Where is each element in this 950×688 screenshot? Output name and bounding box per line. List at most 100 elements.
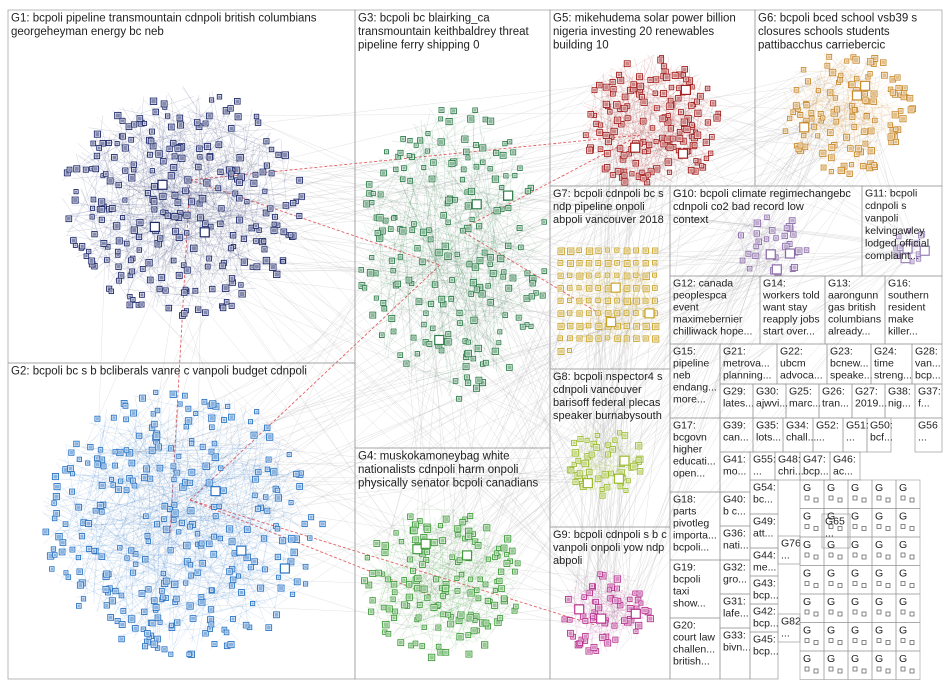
edge <box>446 224 482 358</box>
node-fill <box>649 169 654 174</box>
edge <box>163 447 222 549</box>
edge <box>613 112 691 156</box>
edge <box>603 245 917 631</box>
node-fill <box>821 116 824 119</box>
node-fill <box>848 146 853 151</box>
edge <box>80 436 170 579</box>
edge <box>811 100 866 129</box>
edge <box>614 117 643 167</box>
node-fill <box>568 286 572 290</box>
node-fill <box>605 165 609 169</box>
edge <box>469 202 490 354</box>
node-fill <box>154 391 157 394</box>
node-fill <box>120 119 125 123</box>
node-fill <box>578 471 582 475</box>
node-fill <box>304 582 307 586</box>
node-fill <box>903 86 907 90</box>
edge <box>121 478 275 620</box>
node-fill <box>524 296 529 301</box>
edge <box>434 157 459 164</box>
node-fill <box>631 464 637 469</box>
node-fill <box>129 548 133 553</box>
node-fill <box>413 522 418 527</box>
node-fill <box>463 537 467 540</box>
edge <box>836 98 845 121</box>
edge <box>815 89 848 112</box>
node-fill <box>171 165 176 170</box>
node-fill <box>182 290 186 295</box>
edge <box>411 173 436 313</box>
edge <box>142 117 636 317</box>
node-fill <box>161 596 165 599</box>
edge <box>257 143 261 178</box>
group-label-line: speaker burnabysouth <box>553 410 662 422</box>
edge <box>184 436 267 502</box>
node-fill <box>137 434 141 438</box>
edge <box>378 580 442 595</box>
node-fill <box>131 298 135 301</box>
edge <box>627 111 858 619</box>
node-fill <box>825 64 829 68</box>
node-fill <box>440 586 443 590</box>
node-fill <box>428 342 431 346</box>
node-fill <box>132 168 135 171</box>
edge <box>232 462 256 595</box>
node-fill <box>236 114 241 119</box>
node-fill <box>104 172 108 176</box>
node-fill <box>446 119 452 124</box>
edge <box>83 523 168 525</box>
node-fill <box>184 581 187 585</box>
node-fill <box>230 304 234 308</box>
edge <box>416 357 510 382</box>
edge <box>376 328 458 386</box>
node-fill <box>164 579 169 583</box>
node-fill <box>622 618 627 623</box>
edge <box>431 115 693 545</box>
edge <box>478 282 515 361</box>
node-fill <box>169 125 174 129</box>
edge <box>392 276 622 631</box>
node-fill <box>444 582 448 587</box>
node-fill <box>400 228 406 234</box>
edge <box>441 554 615 618</box>
hub-node <box>680 84 691 96</box>
node-fill <box>439 524 442 527</box>
node-fill <box>71 472 74 475</box>
node-fill <box>77 604 81 608</box>
node-fill <box>480 380 485 385</box>
node-fill <box>500 186 503 189</box>
node-fill <box>597 83 601 87</box>
edge <box>619 636 631 650</box>
node-fill <box>613 638 617 642</box>
node-fill <box>172 464 175 468</box>
node-fill <box>440 538 445 543</box>
edge <box>464 299 603 584</box>
node-fill <box>125 242 129 245</box>
node-fill <box>101 141 105 146</box>
node-fill <box>227 569 232 574</box>
edge <box>155 518 175 554</box>
node-fill <box>411 569 415 573</box>
node-fill <box>608 585 614 590</box>
edge <box>566 589 611 640</box>
edge <box>376 542 447 583</box>
edge <box>134 443 223 633</box>
node-fill <box>606 139 611 144</box>
edge <box>151 78 608 490</box>
node-fill <box>113 589 118 593</box>
node-fill <box>637 458 641 462</box>
edge <box>491 244 543 267</box>
edge <box>580 275 658 284</box>
node-fill <box>402 166 406 170</box>
edge <box>604 91 692 120</box>
edge <box>577 87 602 599</box>
node-fill <box>653 274 656 277</box>
edge <box>240 407 247 428</box>
edge <box>78 493 276 585</box>
node-fill <box>653 261 656 264</box>
edge <box>92 114 195 269</box>
edge <box>392 280 575 525</box>
node-fill <box>543 269 546 273</box>
node-fill <box>665 137 671 142</box>
edge <box>225 191 634 630</box>
